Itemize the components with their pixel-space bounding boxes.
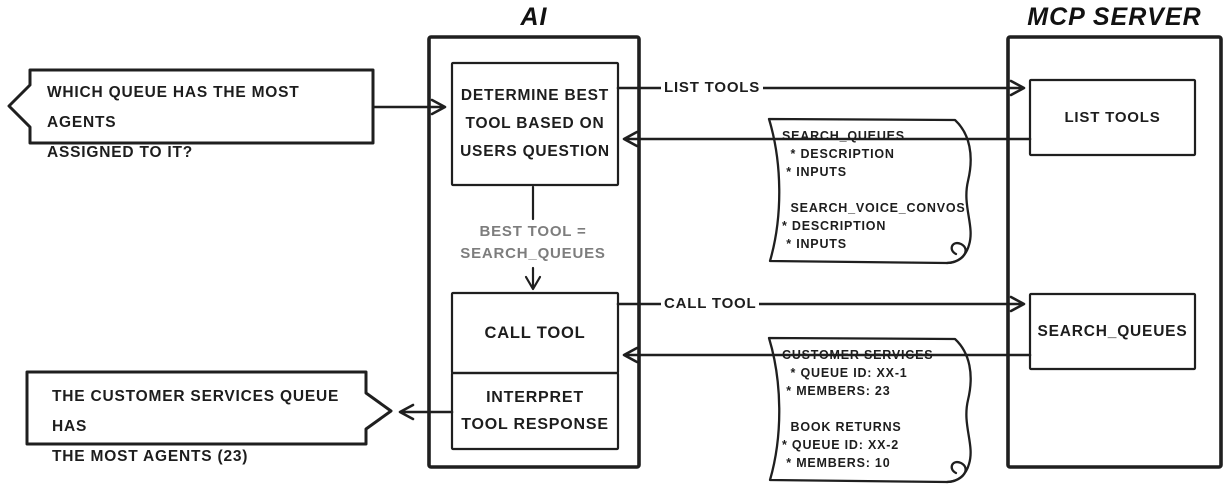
list-tools-edge-label: LIST TOOLS: [661, 78, 764, 97]
connector-best-tool-bottom: [524, 266, 542, 291]
interpret-tool-response-box: [450, 371, 620, 451]
answer-bubble-text: THE CUSTOMER SERVICES QUEUE HAS THE MOST…: [52, 382, 372, 472]
determine-best-tool-box: [450, 61, 620, 187]
scroll-results-line-2: * QUEUE ID: XX-1: [782, 366, 908, 380]
search-queues-box: [1028, 292, 1197, 371]
mcp-server-title: MCP SERVER: [1008, 0, 1221, 34]
scroll-results-line-7: * MEMBERS: 10: [782, 456, 891, 470]
search-queues-box-text: SEARCH_QUEUES: [1030, 294, 1195, 369]
call-tool-label: CALL TOOL: [484, 323, 586, 342]
scroll-tools-line-6: * DESCRIPTION: [782, 219, 887, 233]
scroll-results-line-1: CUSTOMER SERVICES: [782, 348, 934, 362]
question-bubble-shape: [7, 68, 375, 145]
scroll-tools-line-2: * DESCRIPTION: [782, 147, 895, 161]
interpret-line-2: TOOL RESPONSE: [461, 416, 609, 433]
scroll-tools-line-4: [782, 181, 962, 199]
call-tool-text: CALL TOOL: [452, 293, 618, 373]
call-tool-edge-label: CALL TOOL: [661, 294, 760, 313]
mcp-server-title-label: MCP SERVER: [1027, 2, 1202, 31]
arrow-tool-result: [622, 346, 1032, 364]
interpret-line-1: INTERPRET: [486, 389, 584, 406]
scroll-tools-line-5: SEARCH_VOICE_CONVOS: [782, 201, 966, 215]
list-tools-box-text: LIST TOOLS: [1030, 80, 1195, 155]
best-tool-note-line-1: BEST TOOL =: [479, 223, 587, 240]
scroll-tools-line-7: * INPUTS: [782, 237, 847, 251]
determine-line-2: TOOL BASED ON: [465, 115, 605, 132]
scroll-tools-shape: [767, 117, 972, 265]
scroll-results-text: CUSTOMER SERVICES * QUEUE ID: XX-1 * MEM…: [782, 346, 962, 472]
determine-line-3: USERS QUESTION: [460, 143, 610, 160]
scroll-tools-text: SEARCH_QUEUES * DESCRIPTION * INPUTS SEA…: [782, 127, 966, 253]
scroll-results-line-3: * MEMBERS: 23: [782, 384, 891, 398]
arrow-tools-response: [622, 130, 1032, 148]
mcp-server-container: [1006, 35, 1223, 469]
search-queues-box-label: SEARCH_QUEUES: [1037, 322, 1188, 340]
answer-line-1: THE CUSTOMER SERVICES QUEUE HAS: [52, 388, 340, 435]
list-tools-box: [1028, 78, 1197, 157]
list-tools-box-label: LIST TOOLS: [1064, 109, 1161, 126]
question-bubble-text: WHICH QUEUE HAS THE MOST AGENTS ASSIGNED…: [47, 78, 367, 168]
ai-title: AI: [429, 0, 639, 34]
scroll-results-line-5: BOOK RETURNS: [782, 420, 902, 434]
determine-best-tool-text: DETERMINE BEST TOOL BASED ON USERS QUEST…: [452, 63, 618, 185]
interpret-tool-response-text: INTERPRET TOOL RESPONSE: [452, 373, 618, 449]
question-line-2: ASSIGNED TO IT?: [47, 144, 194, 161]
scroll-results-line-6: * QUEUE ID: XX-2: [782, 438, 899, 452]
arrow-ai-to-answer: [398, 403, 454, 421]
scroll-results-shape: [767, 336, 972, 484]
answer-line-2: THE MOST AGENTS (23): [52, 448, 249, 465]
ai-container: [427, 35, 641, 469]
best-tool-note: BEST TOOL = SEARCH_QUEUES: [433, 221, 633, 265]
question-line-1: WHICH QUEUE HAS THE MOST AGENTS: [47, 84, 300, 131]
scroll-tools-line-1: SEARCH_QUEUES: [782, 129, 905, 143]
best-tool-note-line-2: SEARCH_QUEUES: [460, 245, 606, 262]
ai-title-label: AI: [520, 2, 548, 31]
determine-line-1: DETERMINE BEST: [460, 87, 610, 104]
answer-bubble-shape: [25, 370, 393, 446]
scroll-tools-line-3: * INPUTS: [782, 165, 847, 179]
scroll-results-line-4: [782, 400, 962, 418]
arrow-question-to-ai: [372, 98, 447, 116]
